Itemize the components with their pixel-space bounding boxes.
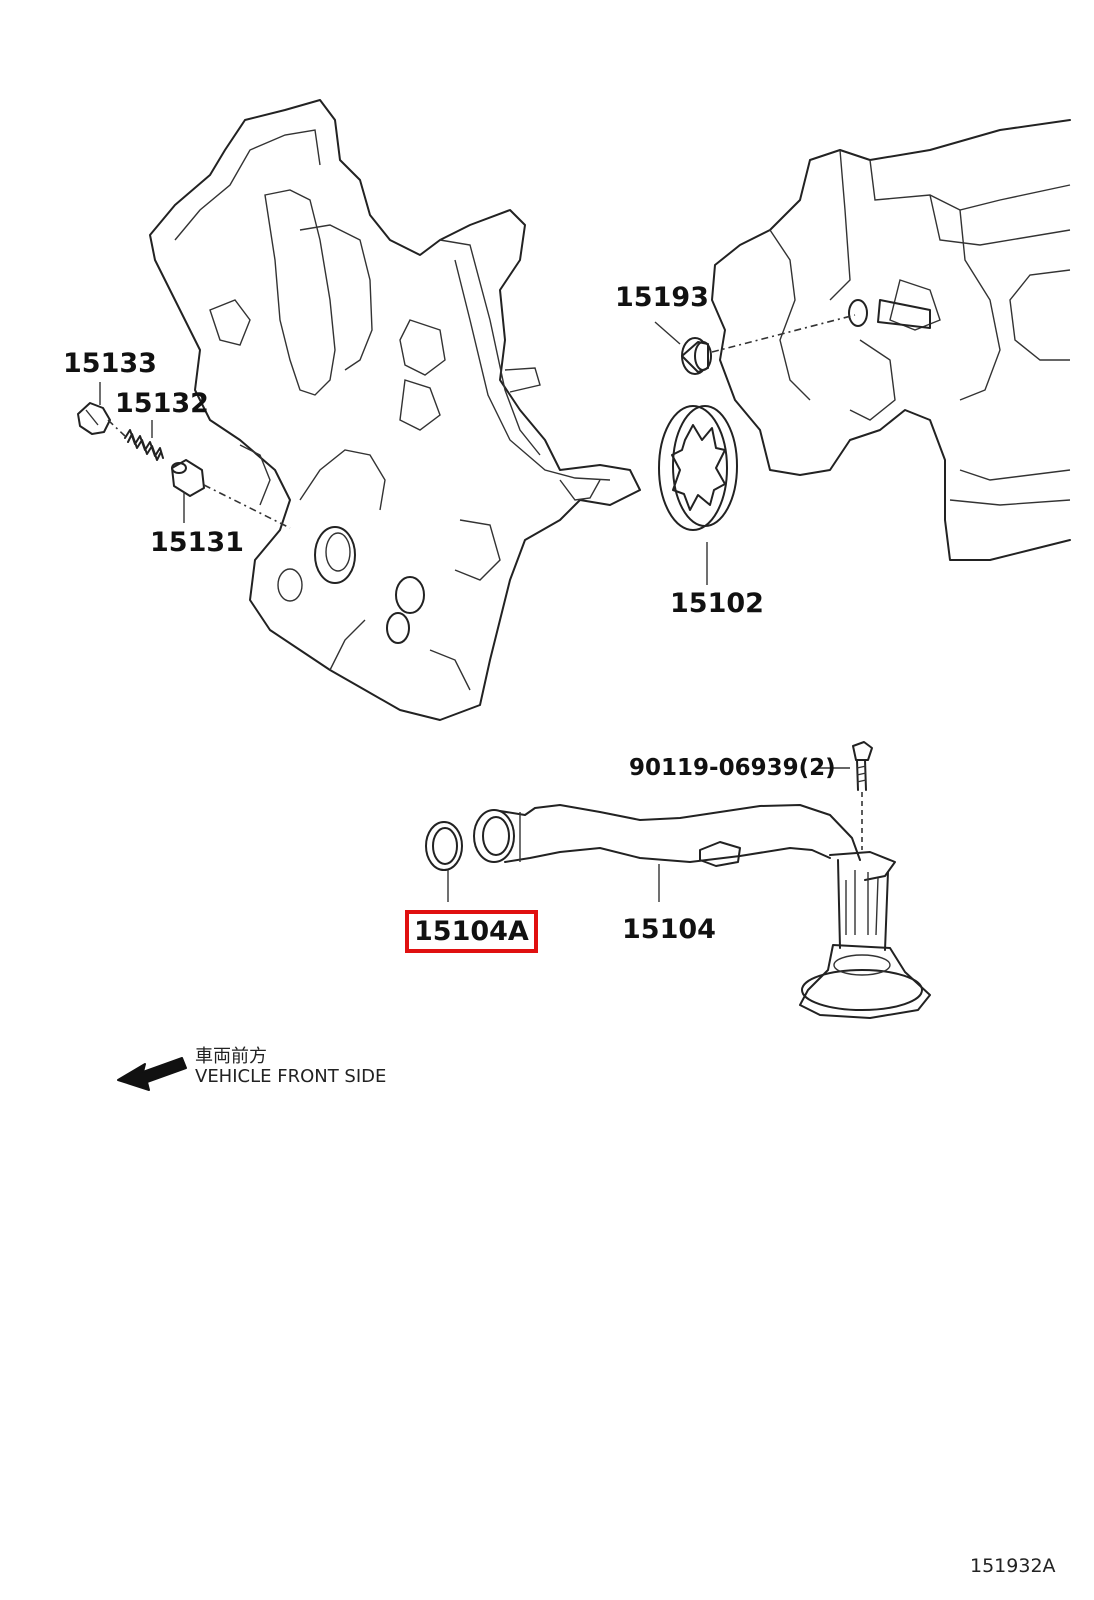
label-15104A[interactable]: 15104A — [405, 910, 538, 953]
relief-valve-plug-15133 — [77, 402, 111, 435]
direction-label-jp: 車両前方 — [195, 1046, 267, 1067]
direction-label-en: VEHICLE FRONT SIDE — [195, 1066, 387, 1087]
label-15104[interactable]: 15104 — [622, 914, 716, 945]
relief-valve-15131 — [171, 459, 205, 497]
oil-pump-rotor-15102 — [658, 405, 738, 531]
label-15102[interactable]: 15102 — [670, 588, 764, 619]
oil-seal-15193 — [681, 337, 712, 375]
relief-valve-spring-15132 — [124, 429, 164, 461]
bolt-90119 — [852, 741, 873, 791]
leader-lines — [99, 321, 850, 902]
label-15131[interactable]: 15131 — [150, 527, 244, 558]
engine-block — [711, 119, 1071, 561]
timing-cover — [149, 99, 641, 721]
gasket-15104A — [425, 821, 463, 871]
label-15133[interactable]: 15133 — [63, 348, 157, 379]
oil-strainer-15104 — [473, 804, 931, 1019]
label-15193[interactable]: 15193 — [615, 282, 709, 313]
label-90119-06939[interactable]: 90119-06939(2) — [629, 755, 836, 781]
figure-id: 151932A — [970, 1555, 1056, 1577]
label-15132[interactable]: 15132 — [115, 388, 209, 419]
vehicle-front-arrow-icon — [117, 1057, 187, 1091]
